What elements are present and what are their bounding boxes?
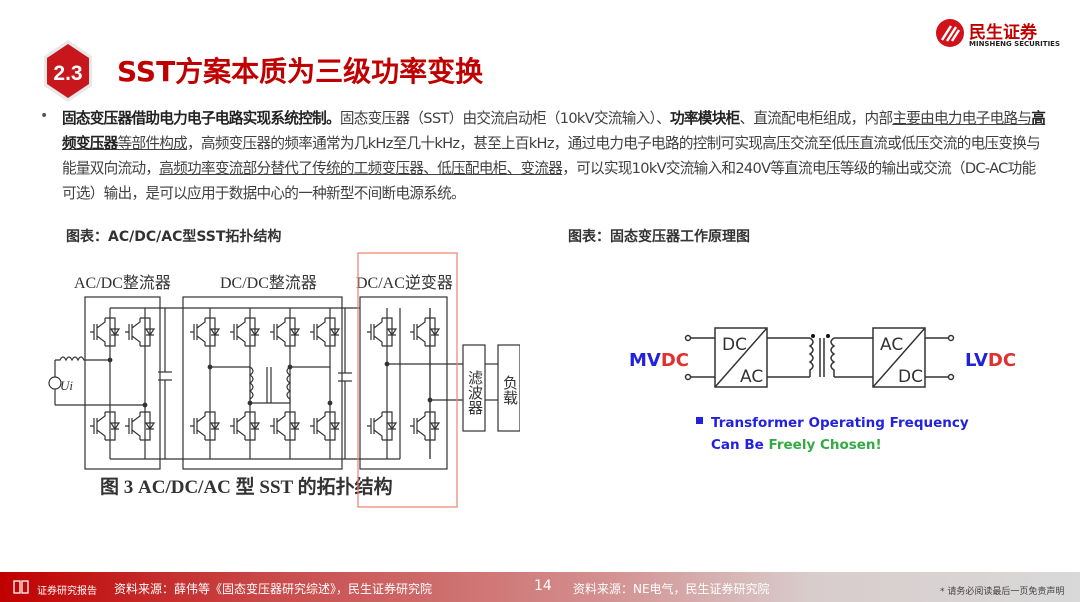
sst-principle-diagram: DC AC AC DC MVDC LVDC Transformer Operat… xyxy=(629,327,1016,453)
igbt-switch-icon xyxy=(367,317,398,347)
stage-label-dcdc: DC/DC整流器 xyxy=(220,274,317,292)
figure-right-title: 图表：固态变压器工作原理图 xyxy=(568,229,750,245)
lvdc-label: LVDC xyxy=(965,350,1016,371)
igbt-switch-icon xyxy=(90,317,121,347)
dc-ac-converter-box xyxy=(714,327,768,388)
box2-top-label: AC xyxy=(880,335,903,355)
source-label: Ui xyxy=(60,378,73,393)
filter-box xyxy=(462,344,486,432)
junction-dot xyxy=(247,400,253,406)
junction-dot xyxy=(207,364,213,370)
igbt-switch-icon xyxy=(190,317,221,347)
junction-dot xyxy=(142,402,148,408)
stage-label-acdc: AC/DC整流器 xyxy=(74,274,171,292)
box1-bottom-label: AC xyxy=(740,367,763,387)
transformer-primary xyxy=(808,337,814,377)
note-line2: Can Be Freely Chosen! xyxy=(711,437,882,453)
footer-bar: 证券研究报告 资料来源：薛伟等《固态变压器研究综述》，民生证券研究院 14 资料… xyxy=(0,572,1080,602)
logo-name: 民生证券 xyxy=(969,23,1037,43)
ac-dc-converter-box xyxy=(872,327,926,388)
section-number: 2.3 xyxy=(53,62,82,85)
igbt-switch-icon xyxy=(270,317,301,347)
figure-left-title: 图表：AC/DC/AC型SST拓扑结构 xyxy=(66,229,282,245)
junction-dot xyxy=(384,361,390,367)
brand-logo: 民生证券 MINSHENG SECURITIES xyxy=(935,18,1060,52)
igbt-switch-icon xyxy=(125,317,156,347)
igbt-switch-icon xyxy=(410,411,441,441)
acdc-stage-box xyxy=(84,296,161,470)
logo-english: MINSHENG SECURITIES xyxy=(969,40,1060,48)
inductor-icon xyxy=(55,356,112,362)
transformer-icon xyxy=(286,366,292,403)
bullet-dot: • xyxy=(40,108,49,124)
book-icon xyxy=(13,580,29,594)
igbt-switch-icon xyxy=(410,317,441,347)
igbt-switch-icon xyxy=(270,411,301,441)
igbt-switch-icon xyxy=(310,317,341,347)
section-badge: 2.3 xyxy=(44,40,92,102)
load-box xyxy=(497,344,520,432)
igbt-switch-icon xyxy=(230,411,261,441)
page-number: 14 xyxy=(534,578,552,594)
page-title: SST方案本质为三级功率变换 xyxy=(117,55,484,88)
footer-brand: 证券研究报告 xyxy=(37,586,97,597)
logo-mark-icon xyxy=(936,19,964,47)
figure-caption: 图 3 AC/DC/AC 型 SST 的拓扑结构 xyxy=(100,475,393,498)
transformer-secondary xyxy=(830,337,836,377)
box1-top-label: DC xyxy=(722,335,747,355)
footer-source-left: 资料来源：薛伟等《固态变压器研究综述》，民生证券研究院 xyxy=(114,582,433,596)
body-paragraph: 固态变压器借助电力电子电路实现系统控制。固态变压器（SST）由交流启动柜（10k… xyxy=(62,110,1046,202)
note-bullet-icon xyxy=(696,417,703,424)
junction-dot xyxy=(107,357,113,363)
sst-topology-diagram: AC/DC整流器 DC/DC整流器 DC/AC逆变器 Ui 图 3 AC/DC/… xyxy=(48,252,520,508)
stage-label-dcac: DC/AC逆变器 xyxy=(356,274,453,292)
dcdc-stage-box xyxy=(182,296,343,470)
box2-bottom-label: DC xyxy=(898,367,923,387)
dcac-stage-box xyxy=(359,296,448,470)
highlight-box xyxy=(357,252,458,508)
filter-label: 滤波器 xyxy=(466,369,484,415)
igbt-switch-icon xyxy=(190,411,221,441)
junction-dot xyxy=(427,397,433,403)
mvdc-label: MVDC xyxy=(629,350,689,371)
junction-dot xyxy=(287,364,293,370)
igbt-switch-icon xyxy=(125,411,156,441)
disclaimer: * 请务必阅读最后一页免责声明 xyxy=(940,587,1065,597)
igbt-switch-icon xyxy=(90,411,121,441)
igbt-switch-icon xyxy=(310,411,341,441)
footer-source-right: 资料来源：NE电气，民生证券研究院 xyxy=(573,582,770,596)
transformer-icon xyxy=(248,366,254,403)
igbt-switch-icon xyxy=(367,411,398,441)
junction-dot xyxy=(327,400,333,406)
load-label: 负载 xyxy=(501,375,519,405)
igbt-switch-icon xyxy=(230,317,261,347)
note-line1: Transformer Operating Frequency xyxy=(711,415,969,431)
